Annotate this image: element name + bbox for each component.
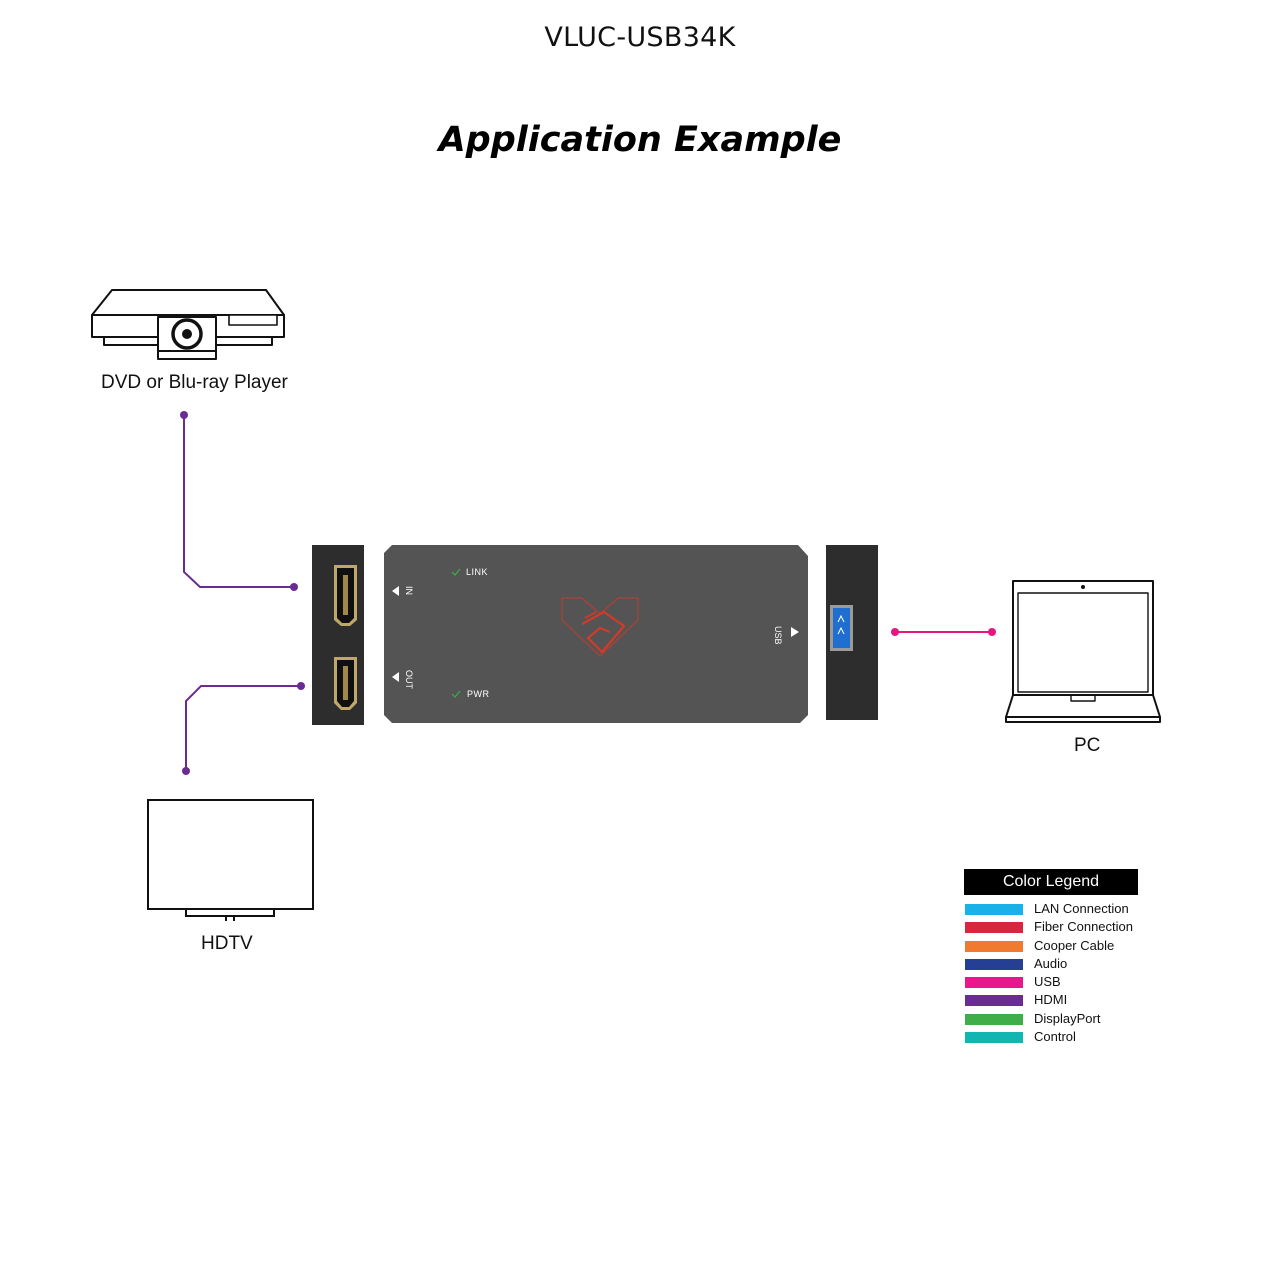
legend-label: DisplayPort [1034, 1010, 1101, 1026]
laptop-icon [1005, 580, 1161, 723]
legend-swatch [965, 1032, 1023, 1044]
hdmi-out-port [334, 657, 357, 710]
hdmi-port-panel [312, 545, 364, 725]
legend-item: HDMI [964, 991, 1138, 1009]
link-label: LINK [466, 567, 488, 577]
usb-cable-end-pc [988, 628, 996, 636]
converter-body [384, 545, 808, 723]
dvd-player-icon [91, 289, 285, 360]
usb-label: USB [773, 626, 783, 645]
legend-swatch [965, 922, 1023, 934]
legend-swatch [965, 995, 1023, 1007]
legend-label: Audio [1034, 955, 1068, 971]
legend-label: Fiber Connection [1034, 919, 1133, 935]
legend-label: Control [1034, 1029, 1076, 1045]
usb-port-panel [826, 545, 878, 720]
legend-label: Cooper Cable [1034, 937, 1115, 953]
hdmi-in-port [334, 565, 357, 626]
hdmi-in-cable-end-dvd [180, 411, 188, 419]
legend-swatch [965, 940, 1023, 952]
usb-cable-end-converter [891, 628, 899, 636]
legend-item: DisplayPort [964, 1010, 1138, 1028]
legend-title: Color Legend [964, 869, 1138, 895]
legend-label: USB [1034, 974, 1061, 990]
legend-item: Control [964, 1028, 1138, 1046]
brand-logo-icon [561, 597, 639, 657]
legend-swatch [965, 977, 1023, 989]
model-name: VLUC-USB34K [544, 22, 736, 53]
out-label: OUT [404, 670, 414, 690]
legend-item: Cooper Cable [964, 937, 1138, 955]
legend-item: Audio [964, 955, 1138, 973]
pwr-label: PWR [467, 689, 490, 699]
legend-item: Fiber Connection [964, 918, 1138, 936]
hdmi-in-cable [183, 415, 294, 588]
pwr-led-icon [451, 690, 461, 698]
page-title: Application Example [438, 120, 842, 160]
hdmi-out-cable [185, 685, 301, 771]
legend-item: LAN Connection [964, 900, 1138, 918]
link-led-icon [451, 568, 461, 576]
legend-label: LAN Connection [1034, 901, 1129, 916]
hdmi-in-cable-end-converter [290, 583, 298, 591]
dvd-player-label: DVD or Blu-ray Player [101, 372, 288, 393]
hdtv-label: HDTV [201, 933, 253, 954]
in-arrow-icon [392, 586, 399, 596]
usb-arrow-icon [791, 627, 799, 637]
hdmi-out-cable-end-converter [297, 682, 305, 690]
hdmi-out-cable-end-hdtv [182, 767, 190, 775]
legend-label: HDMI [1034, 992, 1068, 1008]
legend-swatch [965, 1013, 1023, 1025]
pc-label: PC [1074, 735, 1101, 756]
hdtv-icon [147, 799, 314, 921]
legend-swatch [965, 958, 1023, 970]
in-label: IN [404, 586, 414, 595]
legend-item: USB [964, 973, 1138, 991]
out-arrow-icon [392, 672, 399, 682]
legend-swatch [965, 904, 1023, 915]
